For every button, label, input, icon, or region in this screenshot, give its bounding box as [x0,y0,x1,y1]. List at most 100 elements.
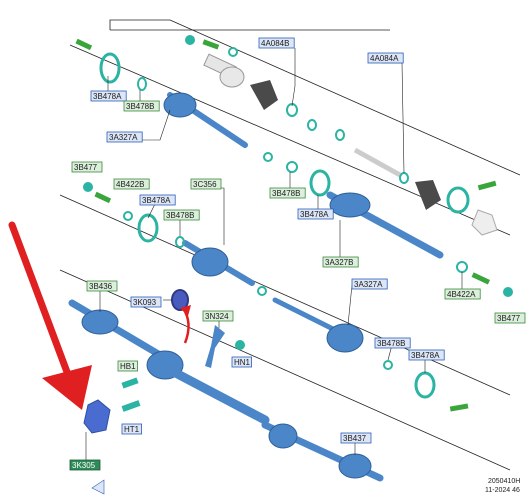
label-text-3b478b_4: 3B478B [377,339,405,348]
middle-clamp [83,182,93,192]
middle-clamp-right [503,287,513,297]
label-text-3b478a_4: 3B478A [411,351,440,360]
label-text-4a084b: 4A084B [261,39,289,48]
label-4b422a: 4B422A [444,288,481,300]
label-3b437: 3B437 [340,432,372,444]
label-box-3b478a_1 [90,90,127,102]
label-box-hb1 [117,360,139,372]
middle-left-joint [191,247,229,277]
label-box-3b437 [340,432,372,444]
green-clip-4 [94,191,112,204]
label-3b478a_2: 3B478A [139,194,176,206]
label-3k305: 3K305 [69,459,101,471]
label-3a327b: 3A327B [322,256,359,268]
label-box-3k093 [130,296,162,308]
green-clip-3 [477,180,497,191]
label-box-3b478a_4 [408,349,445,361]
green-clip-6 [449,403,469,412]
label-box-3a327a_1 [106,131,143,143]
label-box-4a084a [367,52,404,64]
leader-3A327A-2 [347,284,370,326]
middle-ring-6 [263,152,273,162]
label-hb1: HB1 [117,360,139,372]
label-text-3b478a_3: 3B478A [300,210,329,219]
leader-3B478A-2 [147,203,156,219]
label-text-3b478a_2: 3B478A [142,196,171,205]
boot-right [415,180,441,210]
label-text-3a327a_2: 3A327A [354,280,383,289]
label-text-3b478a_1: 3B478A [93,92,122,101]
part-3K305-bracket [83,399,111,434]
label-3b478b_4: 3B478B [374,337,411,349]
label-3b436: 3B436 [86,280,118,292]
ring-right-large [446,186,470,214]
leader-3C356 [206,187,225,245]
middle-ring-3 [123,211,133,221]
label-3k093: 3K093 [130,296,162,308]
label-text-3b437: 3B437 [343,434,367,443]
label-box-ht1 [121,423,143,435]
label-3b478b_1: 3B478B [123,100,160,112]
leader-4A084B [291,48,296,107]
bottom-main-shaft [165,365,270,425]
label-3b478b_3: 3B478B [269,187,306,199]
panel-frames [59,19,521,471]
bolt-HT1 [121,400,141,412]
label-3b478b_2: 3B478B [163,209,200,221]
boot-clamp-3 [335,129,345,141]
big-red-arrow [8,221,92,410]
cv-cup-white [471,209,498,236]
bracket-3N324 [205,325,225,368]
clamp-ring-3B478B [137,77,147,91]
footer-code: 2050410H [488,478,520,485]
lower-ring-1 [383,360,393,370]
ring-right [399,172,409,184]
label-text-4b422b: 4B422B [116,180,144,189]
label-text-3b436: 3B436 [89,282,113,291]
label-text-4b422a: 4B422A [447,290,476,299]
label-text-3b478b_2: 3B478B [166,211,194,220]
middle-panel-edge [59,194,511,396]
label-3c356: 3C356 [190,178,222,190]
label-4a084b: 4A084B [258,37,295,49]
label-box-hn1 [231,356,253,368]
upper-joint [163,92,197,118]
label-box-3b477_2 [494,312,526,324]
label-box-3b478a_2 [139,194,176,206]
label-box-4b422a [444,288,481,300]
label-box-3b478b_2 [163,209,200,221]
label-box-3n324 [202,310,234,322]
red-curved-arrow-head [180,305,191,316]
red-arrow-head [42,365,92,410]
label-text-3a327b: 3A327B [325,258,353,267]
label-text-3b477_1: 3B477 [74,163,98,172]
middle-ring-4 [309,169,331,197]
label-box-3b478b_4 [374,337,411,349]
leader-4A084A [382,62,405,174]
middle-ring-2 [175,236,185,248]
clamp-HN1 [235,340,245,350]
label-4a084a: 4A084A [367,52,404,64]
middle-ring-1 [137,213,159,243]
footer-date: 11-2024 46 [485,487,520,494]
top-border-stub [109,19,170,30]
middle-ring-7 [456,261,468,273]
label-3b477_1: 3B477 [71,161,103,173]
label-hn1: HN1 [231,356,253,368]
lower-middle-shaft [272,297,338,333]
clamp-ring-3B478A [99,52,121,84]
upper-left-shaft-assembly [75,38,248,148]
green-clip-2 [202,39,220,50]
middle-ring-5 [286,161,298,173]
cv-boot [250,80,278,110]
bottom-right-boot [338,453,372,479]
label-text-3a327a_1: 3A327A [109,133,138,142]
label-box-3c356 [190,178,222,190]
label-text-4a084a: 4A084A [370,54,399,63]
label-text-3b478b_1: 3B478B [126,102,154,111]
label-text-3b478b_3: 3B478B [272,189,300,198]
label-text-hb1: HB1 [120,362,136,371]
small-ring [228,47,238,57]
